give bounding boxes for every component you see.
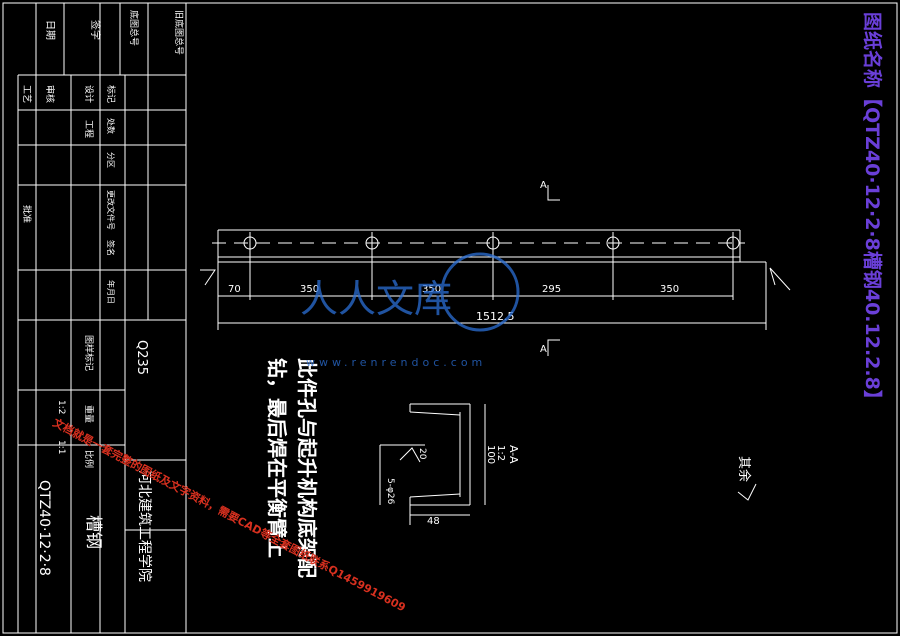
- label-craft: 工艺: [21, 85, 32, 103]
- view-marker-top: A: [540, 180, 547, 191]
- label-ymd: 年月日: [106, 280, 116, 304]
- rest-roughness: 其余: [736, 456, 757, 501]
- label-design: 设计: [83, 85, 95, 103]
- title-block: [17, 3, 186, 633]
- dim-350-b: 350: [422, 284, 441, 295]
- dim-350-c: 350: [660, 284, 679, 295]
- dim-295: 295: [542, 284, 561, 295]
- part-name: 槽钢: [83, 515, 103, 549]
- label-weight: 重量: [83, 405, 95, 423]
- section-scale: 1:2: [495, 445, 506, 461]
- dim-20: 20: [417, 448, 427, 460]
- section-view: [379, 403, 486, 525]
- material: Q235: [134, 340, 149, 375]
- label-engineer: 工程: [83, 120, 94, 138]
- drawing-number: QTZ40·12·2·8: [36, 480, 52, 576]
- watermark-url: www.renrendoc.com: [306, 356, 486, 369]
- label-date: 日期: [44, 20, 56, 40]
- note-line-1: 此件孔与起升机构底架配: [295, 358, 319, 578]
- label-approve: 批准: [21, 205, 33, 223]
- label-mark: 标记: [105, 85, 117, 103]
- school-name: 河北建筑工程学院: [136, 470, 152, 582]
- label-signature: 签名: [106, 240, 116, 256]
- section-texts: A-A 1:2 100 48 5-φ26 20: [385, 445, 520, 527]
- watermark-text: 人人文库: [300, 277, 452, 321]
- note-line-2: 钻，最后焊在平衡臂上: [265, 358, 289, 558]
- promo-stamp: 文档就是一套完整的图纸及文字资料，需要CAD等全套图纸联系Q1459919609: [51, 415, 409, 614]
- label-count: 处数: [106, 118, 116, 134]
- label-scale: 比例: [83, 450, 95, 468]
- label-base-no: 底图总号: [128, 10, 140, 46]
- beam-view: [200, 185, 791, 356]
- label-review: 审核: [44, 85, 56, 103]
- dim-70: 70: [228, 284, 241, 295]
- label-sign: 签字: [89, 20, 102, 40]
- dimensions: 70 350 350 295 350 1512.5 A A: [228, 180, 679, 355]
- dim-holes: 5-φ26: [385, 478, 395, 505]
- dim-350-a: 350: [300, 284, 319, 295]
- watermark: 人人文库 www.renrendoc.com: [300, 252, 520, 369]
- dim-height-100: 100: [485, 445, 496, 464]
- svg-text:其余: 其余: [736, 456, 752, 482]
- label-zone: 分区: [106, 152, 115, 168]
- section-label: A-A: [507, 445, 520, 464]
- label-pattern-mark: 图样标记: [83, 335, 95, 371]
- value-scale-1: 1:2: [56, 400, 66, 414]
- right-title: 图纸名称【QTZ40·12·2·8槽钢40.12.2.8】: [861, 12, 884, 409]
- value-scale-2: 1:1: [56, 440, 66, 454]
- title-block-texts: 日期 签字 底图总号 旧底图总号 工艺 审核 批准 标记 设计 工程 处数 分区…: [21, 10, 185, 582]
- label-old-base-no: 旧底图总号: [173, 10, 185, 55]
- label-change-doc: 更改文件号: [106, 190, 116, 230]
- dim-width-48: 48: [427, 516, 440, 527]
- view-marker-bottom: A: [540, 344, 547, 355]
